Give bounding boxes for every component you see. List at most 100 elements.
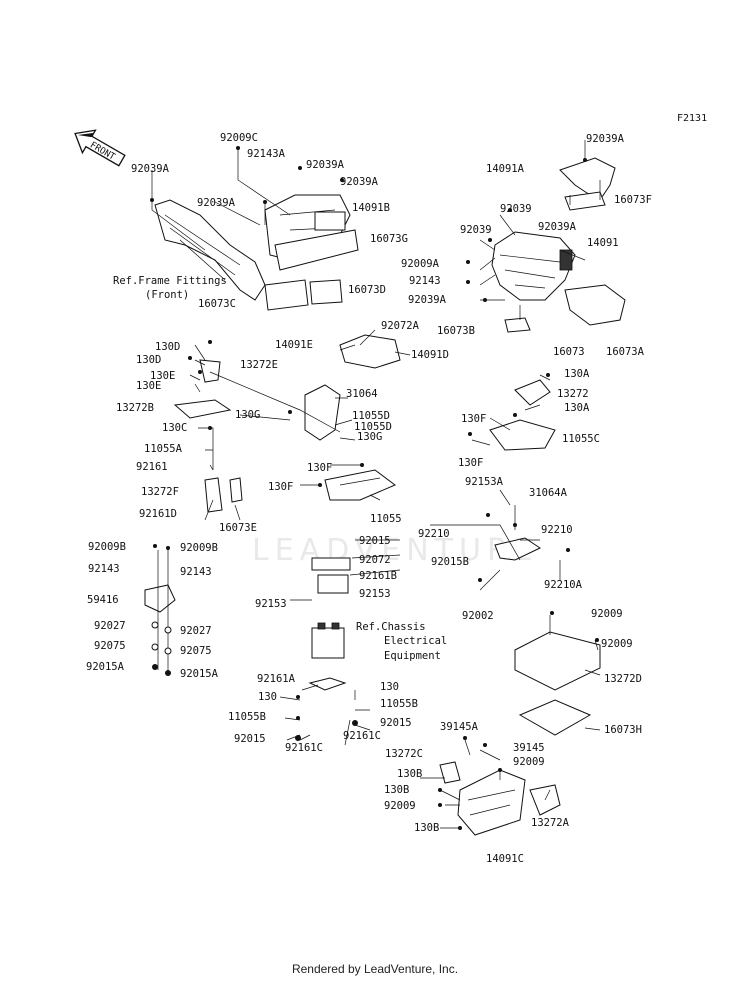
ref-frame-fittings: Ref.Frame Fittings (Front) — [113, 275, 227, 301]
part-number-label: 92009B — [88, 541, 126, 553]
part-number-label: 92039A — [408, 294, 447, 306]
part-number-label: 92009B — [180, 542, 218, 554]
top-cover-14091a — [559, 157, 616, 201]
ref-frame-label: Ref.Frame Fittings — [113, 275, 227, 287]
part-number-label: 13272E — [240, 359, 278, 371]
part-number-label: 13272A — [531, 817, 570, 829]
part-number-label: 13272D — [604, 673, 642, 685]
part-number-label: 14091A — [486, 163, 525, 175]
part-number-label: 92143A — [247, 148, 286, 160]
bracket-13272 — [514, 379, 551, 406]
part-number-label: 92039 — [460, 224, 492, 236]
front-arrow-icon: FRONT — [74, 129, 126, 167]
part-number-label: 14091D — [411, 349, 449, 361]
part-number-label: 130E — [150, 370, 175, 382]
pad-16073h — [518, 699, 592, 736]
part-number-label: 92143 — [409, 275, 441, 287]
part-number-label: 92009 — [384, 800, 416, 812]
part-number-label: 92075 — [180, 645, 212, 657]
part-number-label: 92143 — [88, 563, 120, 575]
part-number-label: 16073B — [437, 325, 475, 337]
part-number-label: 92015A — [180, 668, 219, 680]
part-number-label: 92002 — [462, 610, 494, 622]
part-number-label: 92153 — [359, 588, 391, 600]
part-number-label: 92015 — [380, 717, 412, 729]
battery-holder-59416 — [144, 584, 176, 613]
part-number-label: 92210A — [544, 579, 583, 591]
part-number-label: 92075 — [94, 640, 126, 652]
part-number-label: 11055C — [562, 433, 600, 445]
part-number-label: 130C — [162, 422, 187, 434]
part-number-label: 92161 — [136, 461, 168, 473]
battery — [311, 622, 345, 659]
part-number-label: 11055A — [144, 443, 183, 455]
pad-16073b — [504, 317, 531, 333]
ref-chassis-electrical: Ref.Chassis Electrical Equipment — [356, 621, 447, 662]
part-number-label: 13272B — [116, 402, 154, 414]
part-number-label: 16073C — [198, 298, 236, 310]
part-number-label: 39145A — [440, 721, 479, 733]
part-number-label: 92009C — [220, 132, 258, 144]
part-number-label: 13272F — [141, 486, 179, 498]
part-number-label: 14091B — [352, 202, 390, 214]
part-number-label: 130E — [136, 380, 161, 392]
battery-cover-92072 — [311, 557, 351, 594]
ref-frame-sub-label: (Front) — [145, 289, 189, 301]
part-number-label: 92161C — [343, 730, 381, 742]
part-number-label: 130D — [136, 354, 161, 366]
part-number-label: 14091C — [486, 853, 524, 865]
part-number-label: 11055 — [370, 513, 402, 525]
part-number-label: 92015A — [86, 661, 125, 673]
part-number-label: 14091E — [275, 339, 313, 351]
part-number-label: 130B — [397, 768, 422, 780]
part-number-label: 39145 — [513, 742, 545, 754]
fastener-dots — [150, 146, 599, 830]
part-number-label: 16073E — [219, 522, 257, 534]
part-number-label: 14091 — [587, 237, 619, 249]
bracket-13272e — [199, 359, 221, 383]
part-number-label: 92161B — [359, 570, 397, 582]
part-number-label: 92143 — [180, 566, 212, 578]
part-number-label: 92039 — [500, 203, 532, 215]
part-number-label: 92009A — [401, 258, 440, 270]
part-number-label: 59416 — [87, 594, 119, 606]
ref-chassis-label: Ref.Chassis — [356, 621, 426, 633]
part-number-label: 11055D — [354, 421, 392, 433]
part-number-label: 92015 — [234, 733, 266, 745]
part-number-label: 16073H — [604, 724, 642, 736]
stand-13272f — [204, 477, 223, 513]
part-number-label: 92161C — [285, 742, 323, 754]
part-number-label: 92161D — [139, 508, 177, 520]
part-number-label: 92210 — [541, 524, 573, 536]
figure-code: F2131 — [677, 113, 708, 124]
part-number-label: 13272C — [385, 748, 423, 760]
rear-floor-13272d — [514, 631, 601, 691]
rear-guard-14091c — [457, 769, 526, 836]
part-number-label: 16073D — [348, 284, 386, 296]
part-number-label: 92039A — [306, 159, 345, 171]
part-number-label: 92072A — [381, 320, 420, 332]
part-number-label: 92015B — [431, 556, 469, 568]
right-guard-14091 — [491, 231, 576, 301]
part-number-label: 130B — [384, 784, 409, 796]
pad-16073e — [229, 477, 243, 503]
pad-16073g — [274, 229, 359, 271]
part-number-label: 92072 — [359, 554, 391, 566]
part-number-label: 92015 — [359, 535, 391, 547]
part-number-label: 130D — [155, 341, 180, 353]
footer-credit: Rendered by LeadVenture, Inc. — [291, 962, 459, 976]
part-number-label: 130A — [564, 402, 590, 414]
part-number-label: 92039A — [197, 197, 236, 209]
part-number-label: 31064A — [529, 487, 568, 499]
part-number-label: 92009 — [513, 756, 545, 768]
bracket-13272c — [439, 761, 461, 784]
part-number-label: 92161A — [257, 673, 296, 685]
part-number-label: 92009 — [591, 608, 623, 620]
bracket-31064a — [494, 537, 542, 561]
part-number-label: 130G — [357, 431, 382, 443]
bracket-31064 — [304, 384, 341, 441]
part-number-label: 16073 — [553, 346, 585, 358]
part-number-label: 16073G — [370, 233, 408, 245]
part-number-label: 92039A — [538, 221, 577, 233]
part-number-label: 130A — [564, 368, 590, 380]
